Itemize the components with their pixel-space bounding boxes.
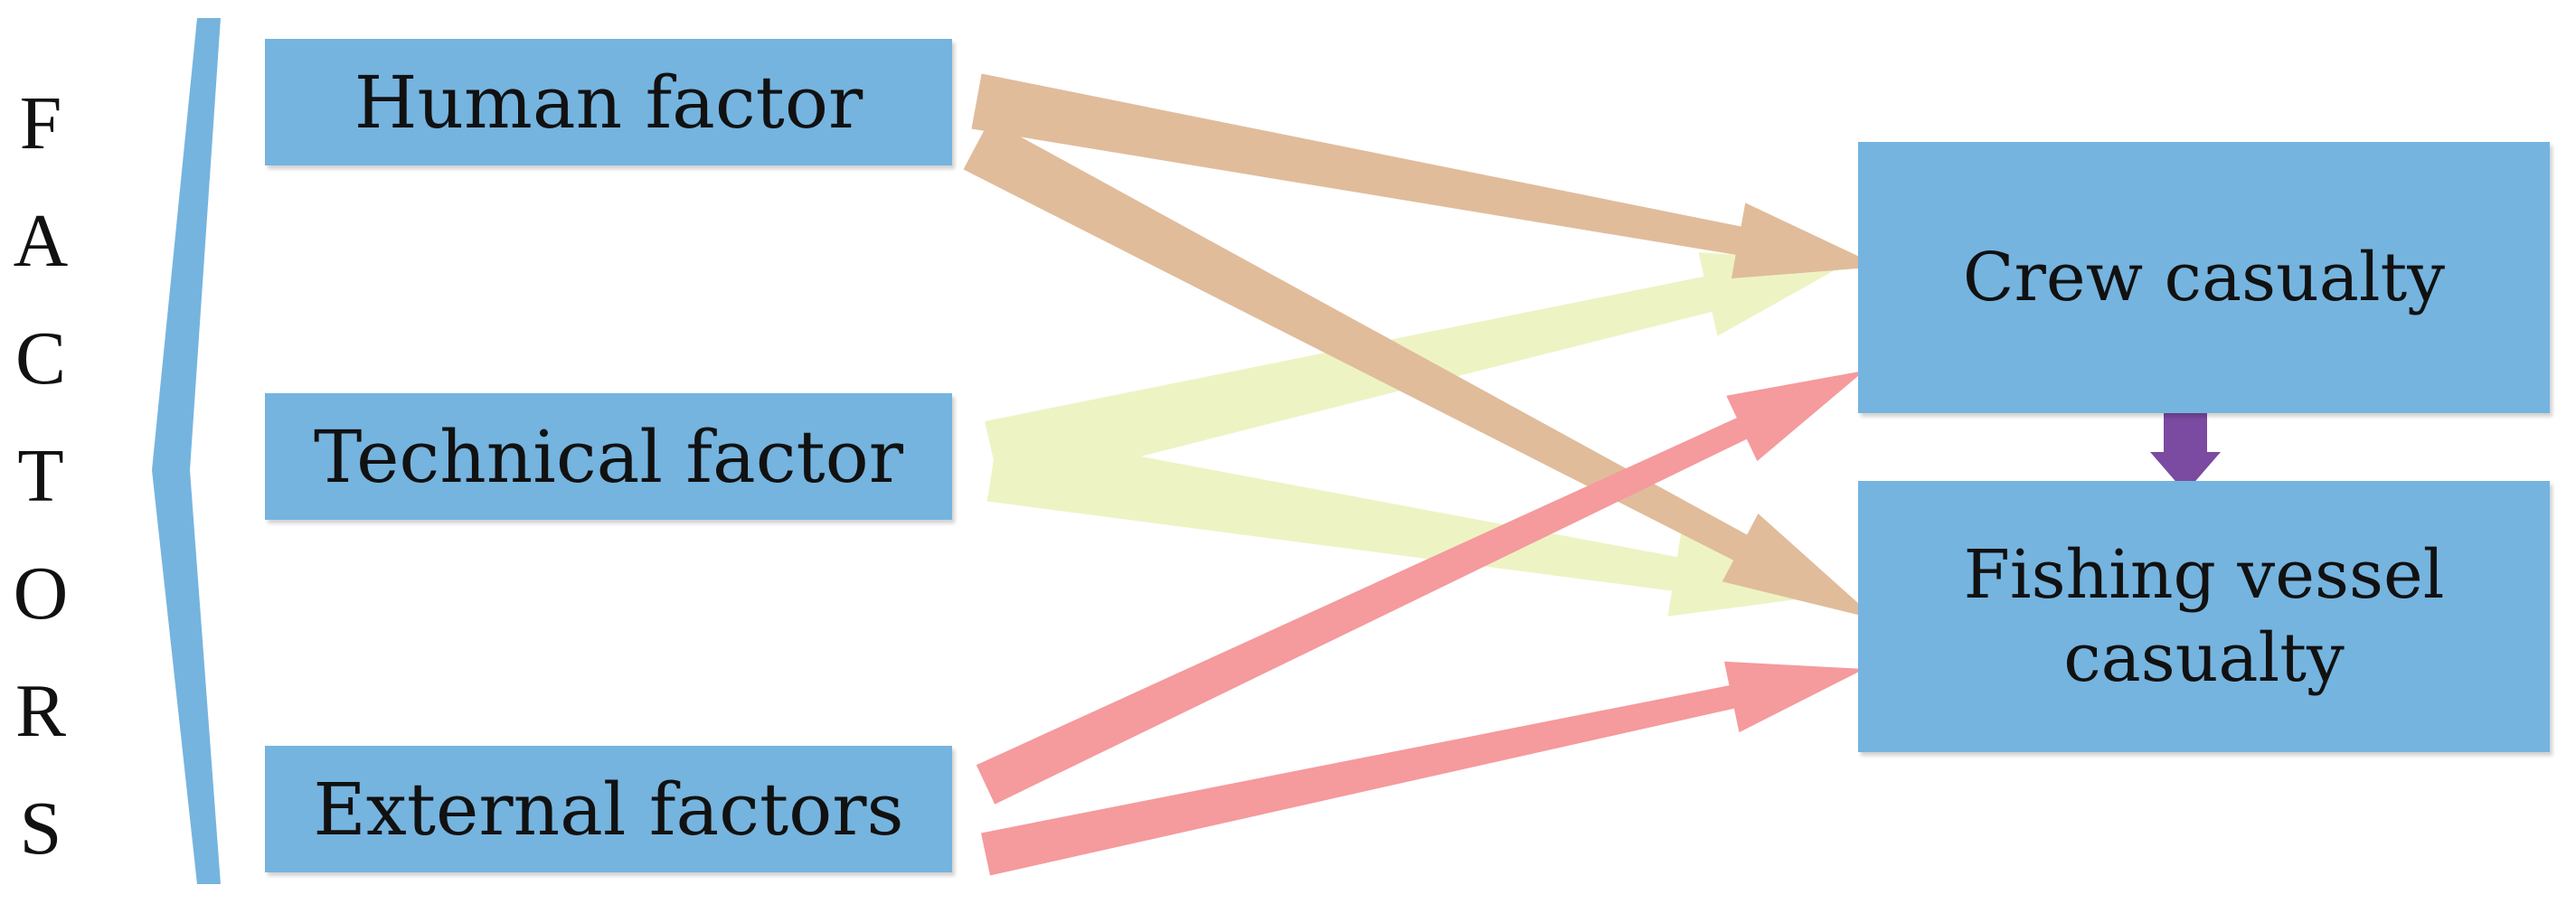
human-factor-label: Human factor [354,60,863,145]
factors-letter-t: T [17,434,64,518]
external-factors-label: External factors [313,767,904,852]
fishing-vessel-casualty-label: Fishing vessel casualty [1963,535,2445,698]
technical-factor-box: Technical factor [265,393,952,520]
factors-letter-r: R [14,669,67,753]
arrow-human-to-crew [971,73,1881,278]
external-factors-box: External factors [265,746,952,872]
crew-casualty-label: Crew casualty [1962,238,2446,316]
factors-letter-f: F [19,81,62,165]
factors-letter-o: O [13,551,69,636]
technical-factor-label: Technical factor [313,414,904,499]
arrow-human-to-vessel [963,119,1876,620]
crew-casualty-box: Crew casualty [1858,142,2550,413]
factors-letter-c: C [14,316,67,400]
human-factor-box: Human factor [265,39,952,165]
arrow-crew-to-vessel [2150,407,2221,493]
fishing-vessel-casualty-box: Fishing vessel casualty [1858,481,2550,752]
arrow-external-to-crew [976,371,1864,805]
arrow-technical-to-vessel [986,429,1817,617]
factors-letter-a: A [13,199,69,283]
factors-letter-s: S [19,786,62,871]
arrow-external-to-vessel [981,661,1864,876]
